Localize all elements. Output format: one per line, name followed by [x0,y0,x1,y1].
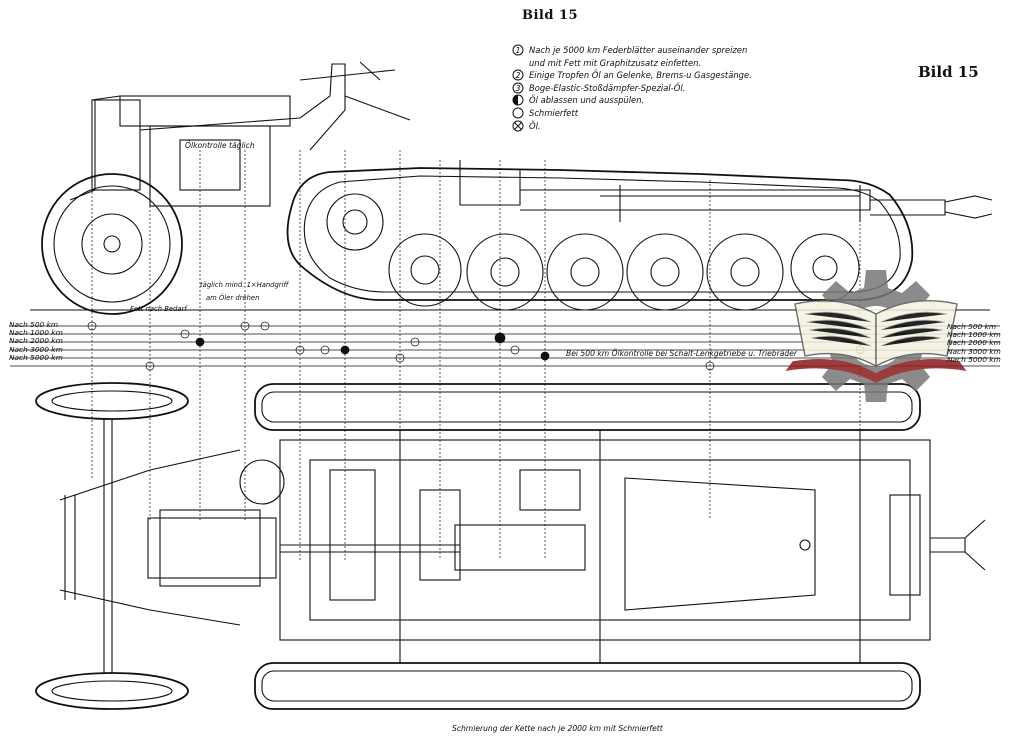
publisher-emblem [785,270,967,402]
svg-text:3: 3 [516,84,521,93]
legend-text: Nach je 5000 km Federblätter auseinander… [529,45,748,55]
legend-item: Öl ablassen und ausspülen. [512,94,752,107]
annotation-oil-check-500: Bei 500 km Ölkontrolle bei Schalt-Lenkge… [566,349,798,358]
annotation-turn-at-oiler: am Öler drehen [206,294,260,302]
annotation-oil-check-daily: Ölkontrolle täglich [185,141,255,150]
plan-front-wheel-bottom [35,672,189,710]
legend-item: 3 Boge-Elastic-Stoßdämpfer-Spezial-Öl. [512,82,752,95]
annotation-grease-as-needed: Fett nach Bedarf [130,305,187,313]
plan-track-upper [254,383,921,431]
interval-label: Nach 3000 km [947,346,1001,356]
plan-view-vehicle [35,382,986,710]
interval-labels-right: Nach 500 km Nach 1000 km Nach 2000 km Na… [947,322,1001,364]
plan-fuel-tank [624,477,816,611]
interval-label: Nach 2000 km [9,336,63,346]
legend-text: Schmierfett [529,107,578,118]
side-engine-block [91,99,141,191]
interval-label: Nach 3000 km [9,344,63,354]
interval-label: Nach 5000 km [947,354,1001,364]
annotation-daily-mark: täglich mind. 1×Handgriff [200,281,289,289]
half-filled-circle-icon [512,94,524,106]
open-circle-icon [512,107,524,119]
legend-item: Schmierfett [512,107,752,120]
annotation-track-lubrication: Schmierung der Kette nach je 2000 km mit… [452,724,663,733]
figure-label-right: Bild 15 [918,63,979,81]
side-front-wheel [41,173,183,315]
plan-track-lower [254,662,921,710]
legend-item: 2 Einige Tropfen Öl an Gelenke, Brems-u … [512,69,752,82]
svg-text:1: 1 [516,46,521,55]
interval-label: Nach 500 km [947,322,997,331]
legend-text: und mit Fett mit Graphitzusatz einfetten… [529,57,702,68]
plan-main-frame [279,439,931,641]
crossed-circle-icon [512,120,524,132]
legend-text: Öl. [529,120,541,131]
number-3-icon: 3 [512,82,524,94]
interval-label: Nach 1000 km [947,330,1001,340]
legend-item: Öl. [512,120,752,133]
legend-item: 1 Nach je 5000 km Federblätter auseinand… [512,44,752,69]
number-2-icon: 2 [512,69,524,81]
svg-text:2: 2 [516,71,521,80]
interval-label: Nach 2000 km [947,338,1001,348]
interval-label: Nach 500 km [9,320,59,329]
interval-label: Nach 1000 km [9,328,63,338]
legend-text: Boge-Elastic-Stoßdämpfer-Spezial-Öl. [529,82,686,93]
interval-label: Nach 5000 km [9,352,63,362]
legend-text: Einige Tropfen Öl an Gelenke, Brems-u Ga… [529,70,752,81]
legend-text: Öl ablassen und ausspülen. [529,95,645,106]
plan-engine [147,517,277,579]
legend: 1 Nach je 5000 km Federblätter auseinand… [512,44,752,132]
interval-labels-left: Nach 500 km Nach 1000 km Nach 2000 km Na… [9,320,63,362]
figure-label-top: Bild 15 [522,8,579,23]
number-1-icon: 1 [512,44,524,56]
side-drive-sprocket [326,193,384,251]
plan-front-wheel-top [35,382,189,420]
